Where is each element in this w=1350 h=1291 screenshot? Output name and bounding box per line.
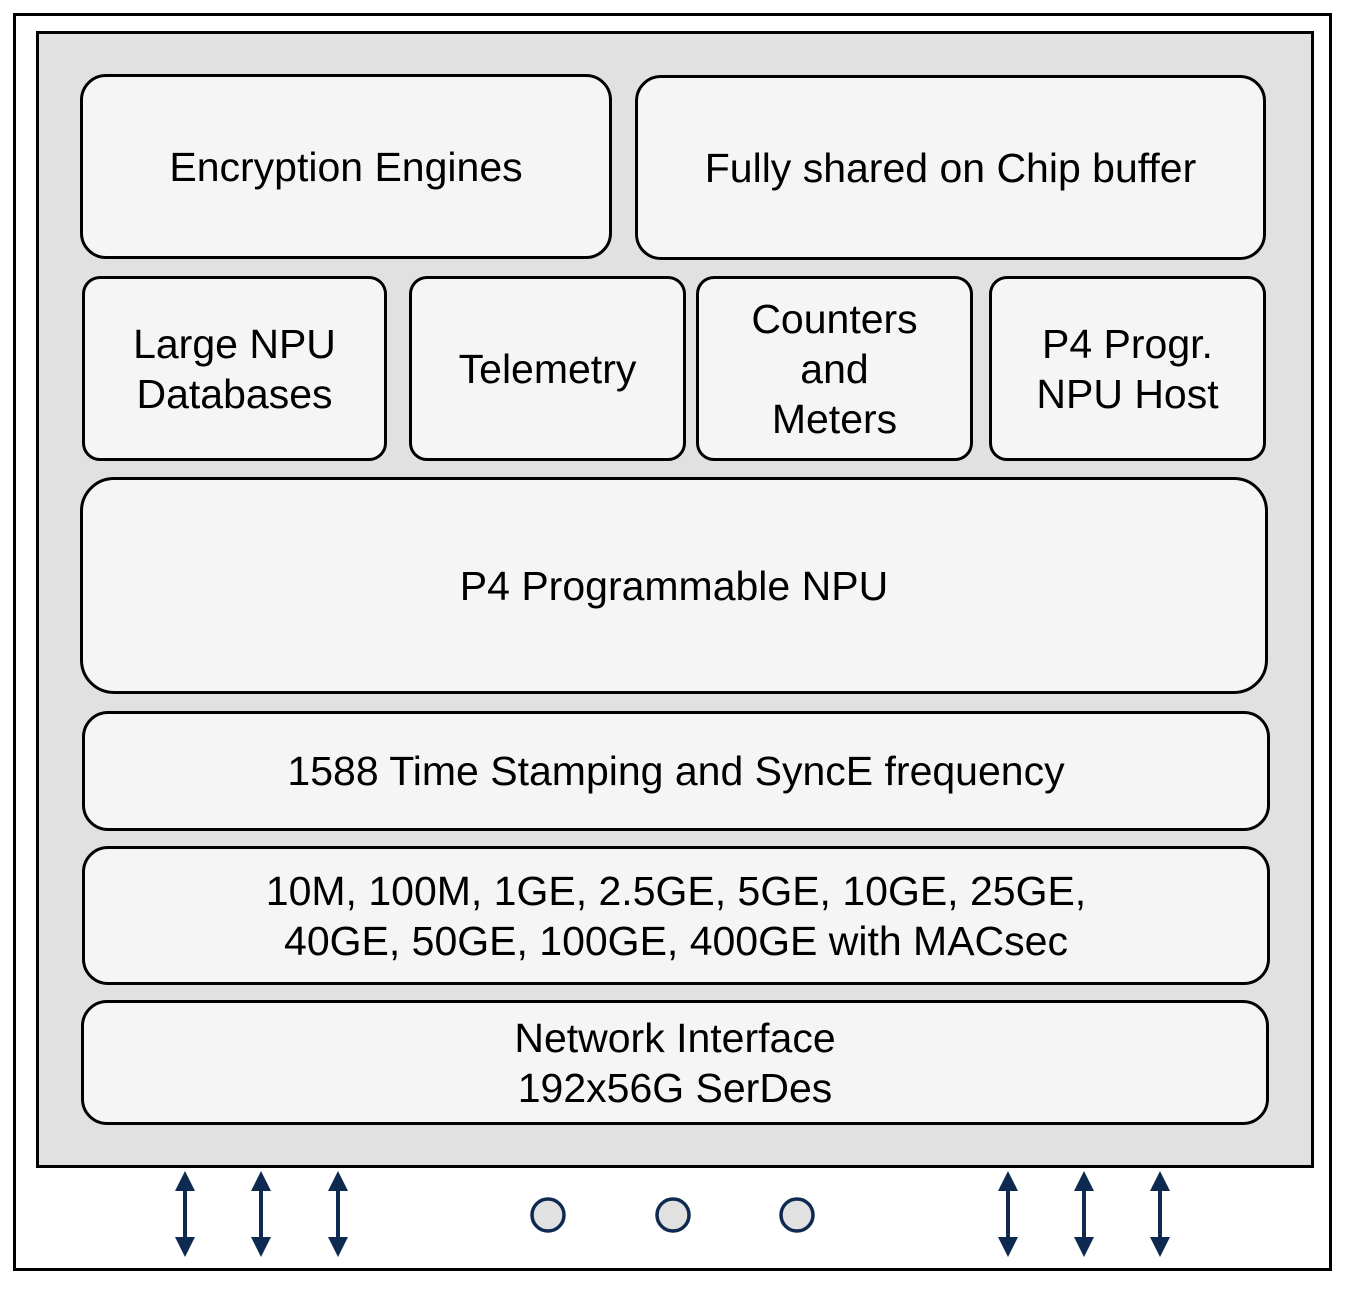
port-speeds-block: 10M, 100M, 1GE, 2.5GE, 5GE, 10GE, 25GE, … bbox=[82, 846, 1270, 985]
timestamping-block: 1588 Time Stamping and SyncE frequency bbox=[82, 711, 1270, 831]
counters-meters-label: Counters and Meters bbox=[751, 295, 918, 442]
encryption-engines-label: Encryption Engines bbox=[169, 143, 523, 190]
on-chip-buffer-label: Fully shared on Chip buffer bbox=[704, 144, 1197, 191]
npu-databases-block: Large NPU Databases bbox=[82, 276, 387, 461]
npu-host-label: P4 Progr. NPU Host bbox=[1036, 320, 1219, 417]
telemetry-label: Telemetry bbox=[458, 345, 637, 392]
network-interface-label: Network Interface 192x56G SerDes bbox=[514, 1014, 836, 1111]
p4-programmable-npu-block: P4 Programmable NPU bbox=[80, 477, 1268, 694]
port-speeds-label: 10M, 100M, 1GE, 2.5GE, 5GE, 10GE, 25GE, … bbox=[265, 867, 1087, 964]
encryption-engines-block: Encryption Engines bbox=[80, 74, 612, 259]
network-interface-block: Network Interface 192x56G SerDes bbox=[81, 1000, 1269, 1125]
counters-meters-block: Counters and Meters bbox=[696, 276, 973, 461]
npu-host-block: P4 Progr. NPU Host bbox=[989, 276, 1266, 461]
on-chip-buffer-block: Fully shared on Chip buffer bbox=[635, 75, 1266, 260]
p4-programmable-npu-label: P4 Programmable NPU bbox=[459, 562, 889, 609]
telemetry-block: Telemetry bbox=[409, 276, 686, 461]
timestamping-label: 1588 Time Stamping and SyncE frequency bbox=[287, 748, 1065, 794]
npu-databases-label: Large NPU Databases bbox=[133, 320, 336, 417]
